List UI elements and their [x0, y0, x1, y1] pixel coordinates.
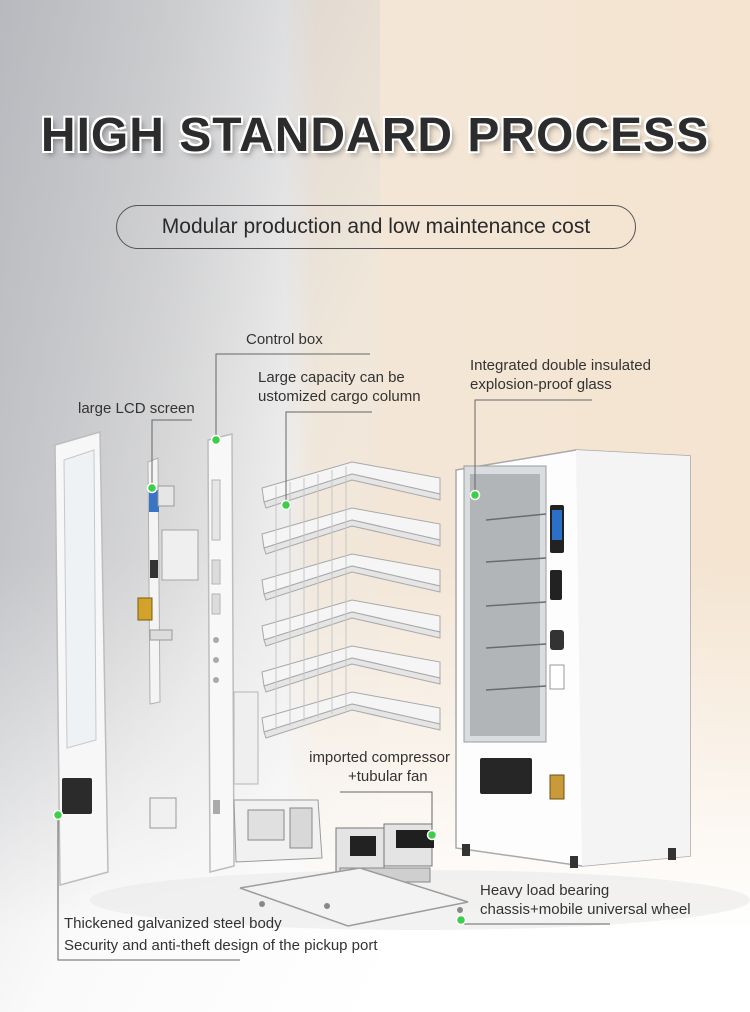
label-anti-theft: Security and anti-theft design of the pi…	[64, 937, 378, 954]
label-compressor: imported compressor +tubular fan	[300, 748, 450, 786]
label-cargo-column: Large capacity can be ustomized cargo co…	[258, 368, 421, 406]
label-compressor-line2: +tubular fan	[348, 768, 428, 785]
control-box-panel	[207, 433, 259, 873]
vending-machine	[455, 449, 691, 868]
lcd-controller	[137, 457, 199, 705]
compressor-unit	[335, 823, 434, 883]
callout-markers	[52, 434, 481, 926]
cargo-shelves	[261, 461, 441, 739]
subtitle-pill: Modular production and low maintenance c…	[116, 205, 636, 249]
label-control-box: Control box	[246, 331, 323, 348]
chassis	[239, 867, 469, 927]
label-chassis: Heavy load bearing chassis+mobile univer…	[480, 881, 691, 919]
label-glass-line2: explosion-proof glass	[470, 376, 612, 393]
label-compressor-line1: imported compressor	[309, 749, 450, 766]
label-cargo-column-line2: ustomized cargo column	[258, 388, 421, 405]
label-chassis-line1: Heavy load bearing	[480, 882, 610, 899]
electrical-box	[233, 799, 323, 863]
label-glass-line1: Integrated double insulated	[470, 357, 651, 374]
page-title: HIGH STANDARD PROCESS	[40, 109, 710, 162]
label-chassis-line2: chassis+mobile universal wheel	[480, 901, 691, 918]
label-glass: Integrated double insulated explosion-pr…	[470, 356, 651, 394]
door-panel	[54, 431, 109, 886]
label-steel-body: Thickened galvanized steel body	[64, 915, 282, 932]
label-lcd-screen: large LCD screen	[78, 400, 195, 417]
label-cargo-column-line1: Large capacity can be	[258, 369, 405, 386]
